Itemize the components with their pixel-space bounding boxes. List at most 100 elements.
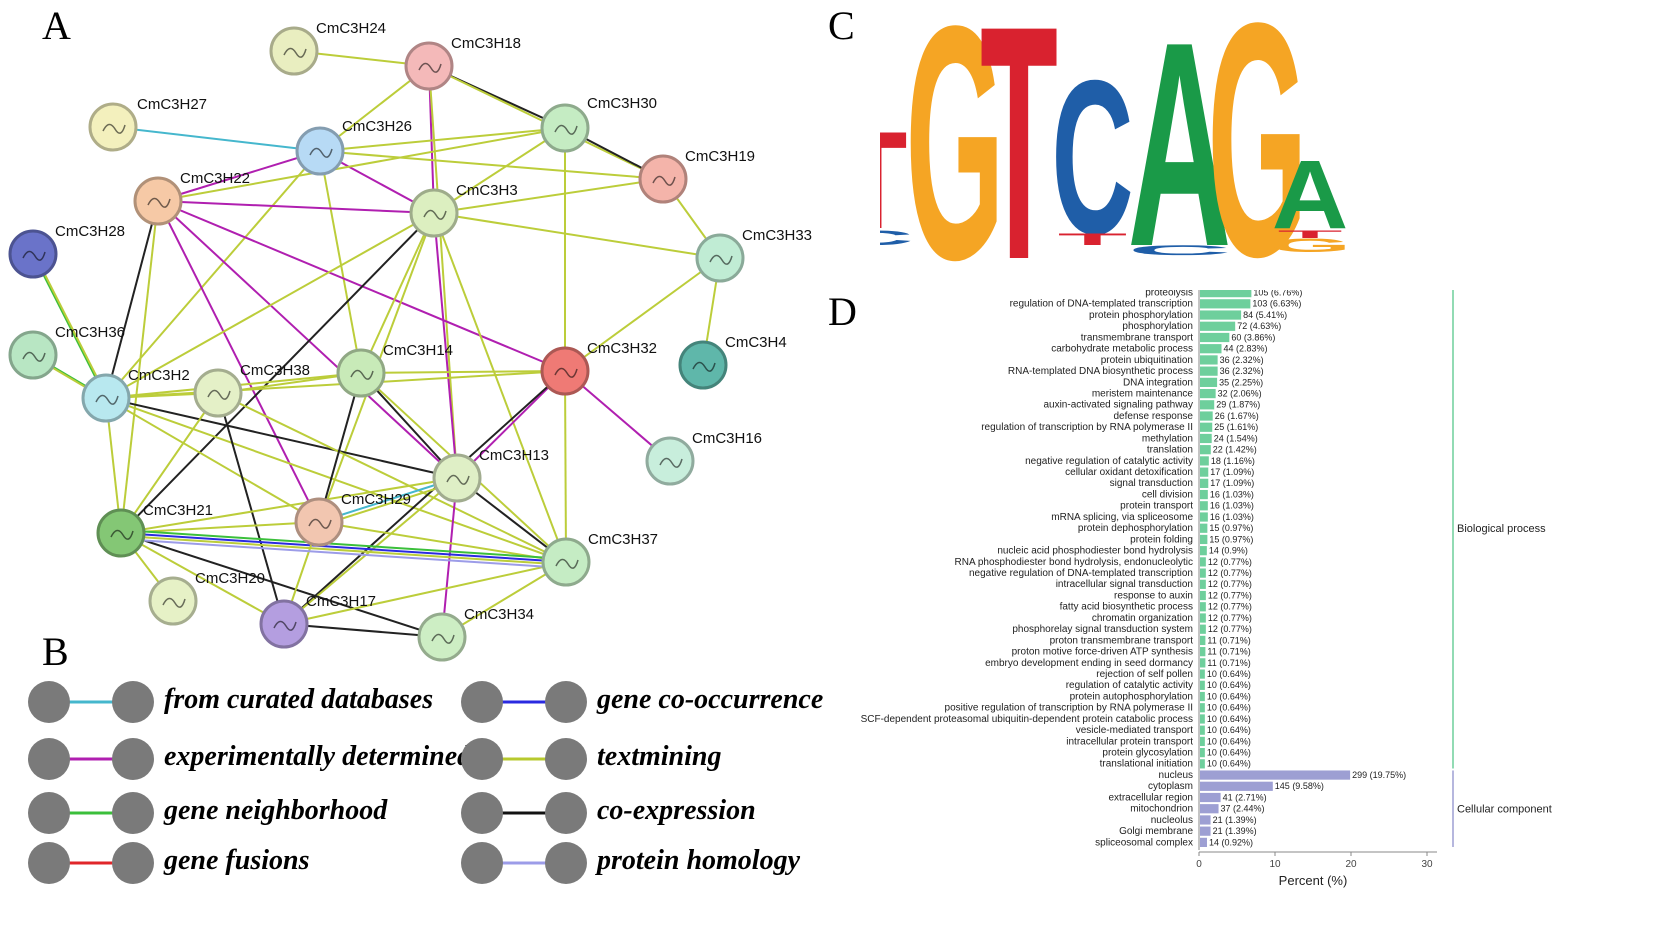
node-cmc3h14[interactable]: CmC3H14: [336, 342, 453, 398]
node-cmc3h37[interactable]: CmC3H37: [541, 531, 658, 587]
edge-CmC3H26-CmC3H19: [319, 150, 664, 180]
bar-value-label: 16 (1.03%): [1210, 489, 1254, 499]
logo-letter-C: C: [880, 226, 913, 249]
bar: [1200, 512, 1208, 522]
protein-structure-icon: [95, 394, 119, 405]
legend-node-left: [28, 681, 70, 723]
node-cmc3h34[interactable]: CmC3H34: [417, 606, 534, 662]
category-label: meristem maintenance: [1092, 388, 1194, 399]
edge-CmC3H33-CmC3H32: [564, 257, 721, 372]
logo-letter-C: C: [1128, 242, 1232, 258]
node-cmc3h18[interactable]: CmC3H18: [404, 35, 521, 91]
edge-CmC3H14-CmC3H29: [318, 372, 362, 523]
legend-node-left: [461, 842, 503, 884]
node-cmc3h29[interactable]: CmC3H29: [294, 491, 411, 547]
node-cmc3h32[interactable]: CmC3H32: [540, 340, 657, 396]
node-cmc3h30[interactable]: CmC3H30: [540, 95, 657, 153]
bar-value-label: 22 (1.42%): [1213, 445, 1257, 455]
edge-evidence-CmC3H21-CmC3H37: [120, 529, 567, 560]
node-cmc3h20[interactable]: CmC3H20: [148, 570, 265, 626]
node-cmc3h26[interactable]: CmC3H26: [295, 118, 412, 176]
panel-c-label: C: [828, 3, 855, 48]
node-cmc3h28[interactable]: CmC3H28: [8, 223, 125, 279]
category-label: chromatin organization: [1092, 613, 1193, 624]
legend-label: gene fusions: [164, 845, 310, 876]
bar-value-label: 26 (1.67%): [1215, 411, 1259, 421]
bar-value-label: 12 (0.77%): [1208, 557, 1252, 567]
bar-value-label: 44 (2.83%): [1224, 344, 1268, 354]
node-cmc3h36[interactable]: CmC3H36: [8, 324, 125, 380]
bar: [1200, 467, 1209, 477]
node-cmc3h33[interactable]: CmC3H33: [695, 227, 812, 283]
bar-value-label: 21 (1.39%): [1213, 815, 1257, 825]
protein-structure-icon: [162, 597, 186, 608]
node-cmc3h38[interactable]: CmC3H38: [193, 362, 310, 418]
bar: [1200, 826, 1211, 836]
bar-value-label: 17 (1.09%): [1210, 467, 1254, 477]
category-label: protein ubiquitination: [1101, 355, 1193, 366]
node-cmc3h17[interactable]: CmC3H17: [259, 593, 376, 649]
category-label: regulation of transcription by RNA polym…: [981, 422, 1193, 433]
legend-node-right: [545, 681, 587, 723]
edge-CmC3H26-CmC3H22: [157, 150, 321, 202]
bar-value-label: 10 (0.64%): [1207, 736, 1251, 746]
bar-value-label: 17 (1.09%): [1210, 478, 1254, 488]
bar: [1200, 355, 1218, 365]
node-label: CmC3H38: [240, 362, 310, 379]
node-cmc3h4[interactable]: CmC3H4: [678, 334, 787, 390]
bar: [1200, 310, 1242, 320]
node-cmc3h27[interactable]: CmC3H27: [88, 96, 207, 152]
protein-structure-icon: [554, 367, 578, 378]
panel-d-label: D: [828, 289, 857, 334]
node-label: CmC3H22: [180, 170, 250, 187]
bar-value-label: 36 (2.32%): [1220, 355, 1264, 365]
bar-value-label: 12 (0.77%): [1208, 590, 1252, 600]
bar: [1200, 647, 1206, 657]
protein-structure-icon: [147, 197, 171, 208]
node-cmc3h24[interactable]: CmC3H24: [269, 20, 386, 76]
legend-swatch: [461, 792, 587, 834]
node-cmc3h21[interactable]: CmC3H21: [96, 502, 213, 558]
node-cmc3h2[interactable]: CmC3H2: [81, 367, 190, 423]
edge-evidence-CmC3H21-CmC3H37: [120, 538, 567, 569]
bar-value-label: 12 (0.77%): [1208, 624, 1252, 634]
category-label: intracellular protein transport: [1066, 736, 1193, 747]
edge-CmC3H26-CmC3H14: [319, 150, 362, 374]
node-cmc3h16[interactable]: CmC3H16: [645, 430, 762, 486]
category-label: signal transduction: [1110, 478, 1193, 489]
node-cmc3h22[interactable]: CmC3H22: [133, 170, 250, 226]
edge-CmC3H2-CmC3H13: [105, 397, 458, 479]
protein-structure-icon: [555, 558, 579, 569]
bar: [1200, 714, 1205, 724]
legend-label: gene co-occurrence: [597, 684, 824, 715]
edge-CmC3H30-CmC3H22: [157, 127, 566, 202]
node-cmc3h13[interactable]: CmC3H13: [432, 447, 549, 503]
bar: [1200, 680, 1205, 690]
bar: [1200, 523, 1208, 533]
node-label: CmC3H19: [685, 148, 755, 165]
node-cmc3h3[interactable]: CmC3H3: [409, 182, 518, 238]
node-label: CmC3H13: [479, 447, 549, 464]
edge-CmC3H3-CmC3H14: [360, 212, 435, 374]
node-cmc3h19[interactable]: CmC3H19: [638, 148, 755, 204]
edge-CmC3H17-CmC3H34: [283, 623, 443, 638]
node-label: CmC3H18: [451, 35, 521, 52]
logo-letter-G: G: [1207, 0, 1307, 270]
bar-value-label: 11 (0.71%): [1207, 647, 1250, 657]
node-label: CmC3H2: [128, 367, 190, 384]
bar: [1200, 377, 1218, 387]
category-label: proton motive force-driven ATP synthesis: [1012, 647, 1193, 658]
bar: [1200, 837, 1207, 847]
logo-letter-A: A: [1272, 140, 1349, 249]
